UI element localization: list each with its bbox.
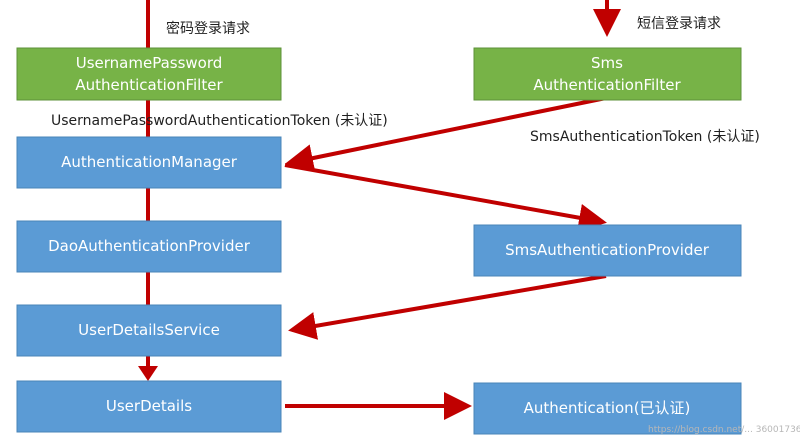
- authentication-manager-box: AuthenticationManager: [16, 136, 282, 189]
- user-details-service-label: UserDetailsService: [78, 321, 220, 339]
- sms-filter-line-1: Sms: [591, 54, 623, 72]
- sms-authentication-provider-box: SmsAuthenticationProvider: [473, 224, 742, 277]
- dao-authentication-provider-label: DaoAuthenticationProvider: [48, 237, 251, 255]
- password-flow-arrowhead: [138, 366, 158, 381]
- sms-filter-to-manager-arrow: [285, 96, 607, 172]
- sms-login-request-label: 短信登录请求: [637, 16, 721, 32]
- username-password-token-label: UsernamePasswordAuthenticationToken (未认证…: [51, 113, 388, 129]
- sms-authentication-provider-label: SmsAuthenticationProvider: [505, 241, 710, 259]
- dao-authentication-provider-box: DaoAuthenticationProvider: [16, 220, 282, 273]
- sms-token-label: SmsAuthenticationToken (未认证): [530, 129, 760, 145]
- user-details-box: UserDetails: [16, 380, 282, 433]
- password-login-request-label: 密码登录请求: [166, 20, 250, 37]
- username-password-authentication-filter-box: UsernamePassword AuthenticationFilter: [16, 47, 282, 101]
- username-filter-line-1: UsernamePassword: [76, 54, 223, 72]
- sms-authentication-filter-box: Sms AuthenticationFilter: [473, 47, 742, 101]
- user-details-label: UserDetails: [106, 397, 192, 415]
- authentication-manager-label: AuthenticationManager: [61, 153, 238, 171]
- authentication-box: Authentication(已认证): [473, 382, 742, 435]
- user-details-service-box: UserDetailsService: [16, 304, 282, 357]
- watermark-text: https://blog.csdn.net/... 36001736: [648, 425, 800, 435]
- authentication-label: Authentication(已认证): [524, 399, 691, 417]
- username-filter-line-2: AuthenticationFilter: [75, 76, 223, 94]
- manager-to-sms-provider-arrow: [284, 163, 607, 232]
- sms-provider-to-user-details-service-arrow: [288, 274, 607, 340]
- sms-filter-line-2: AuthenticationFilter: [533, 76, 681, 94]
